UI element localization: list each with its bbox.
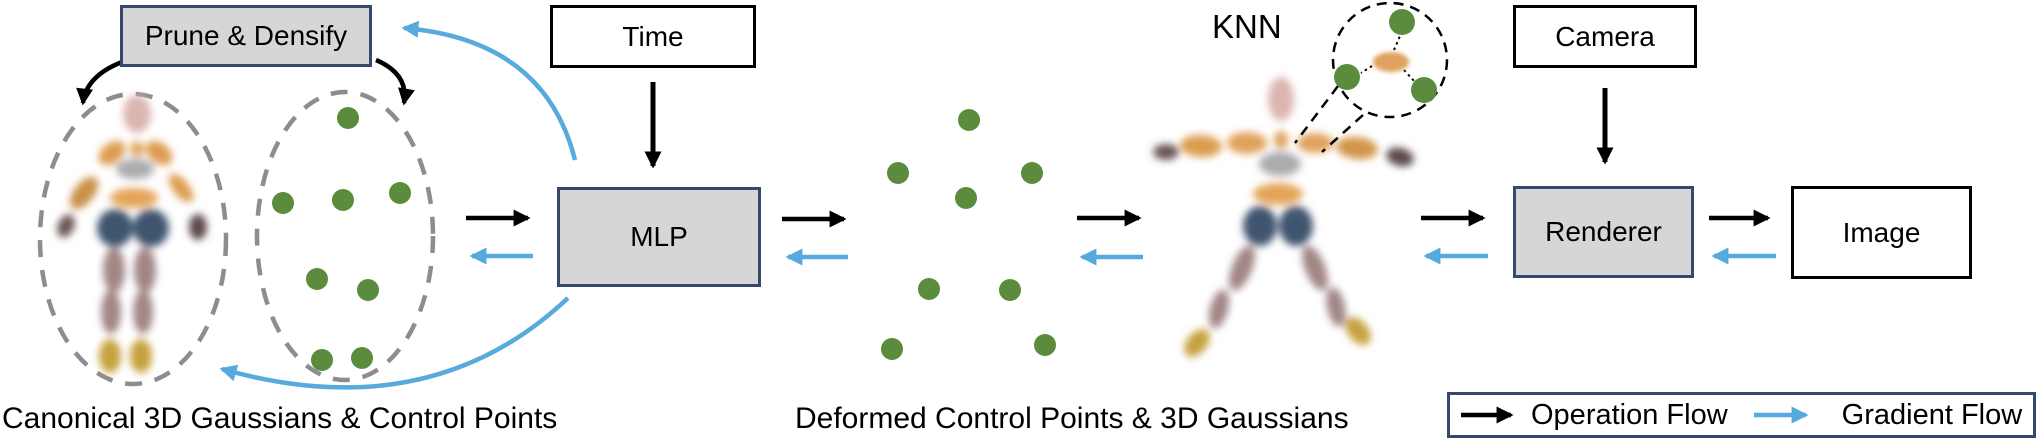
operation-flow-arrow-icon [1461,406,1514,424]
gradient-flow-label: Gradient Flow [1841,398,2023,431]
gradient-flow-curves [219,20,578,390]
deformed-gaussians-figure [1153,77,1414,357]
knn-connector-lines [1360,35,1415,82]
knn-inset [1294,1,1449,153]
canonical-control-points [272,107,411,371]
mlp-box: MLP [557,187,761,287]
camera-box: Camera [1513,5,1697,68]
gradient-flow-straight-arrows [469,247,1776,266]
knn-neighbor-points [1334,9,1437,103]
canonical-caption: Canonical 3D Gaussians & Control Points [2,402,558,435]
time-box: Time [550,5,756,68]
operation-flow-arrows [466,82,1771,228]
operation-flow-label: Operation Flow [1531,398,1728,431]
knn-center-gaussian [1373,52,1409,72]
prune-densify-arrows [76,57,415,106]
renderer-box: Renderer [1513,186,1694,278]
deformed-control-points [881,109,1056,360]
knn-label: KNN [1212,8,1282,45]
legend: Operation Flow Gradient Flow [1447,392,2036,438]
canonical-gaussians-figure [57,95,207,373]
canonical-gaussians-ellipse [37,91,229,387]
gradient-flow-arrow-icon [1753,406,1809,424]
deformed-caption: Deformed Control Points & 3D Gaussians [795,402,1349,435]
image-box: Image [1791,186,1972,279]
canonical-control-points-ellipse [254,89,436,383]
prune-densify-box: Prune & Densify [120,5,372,67]
